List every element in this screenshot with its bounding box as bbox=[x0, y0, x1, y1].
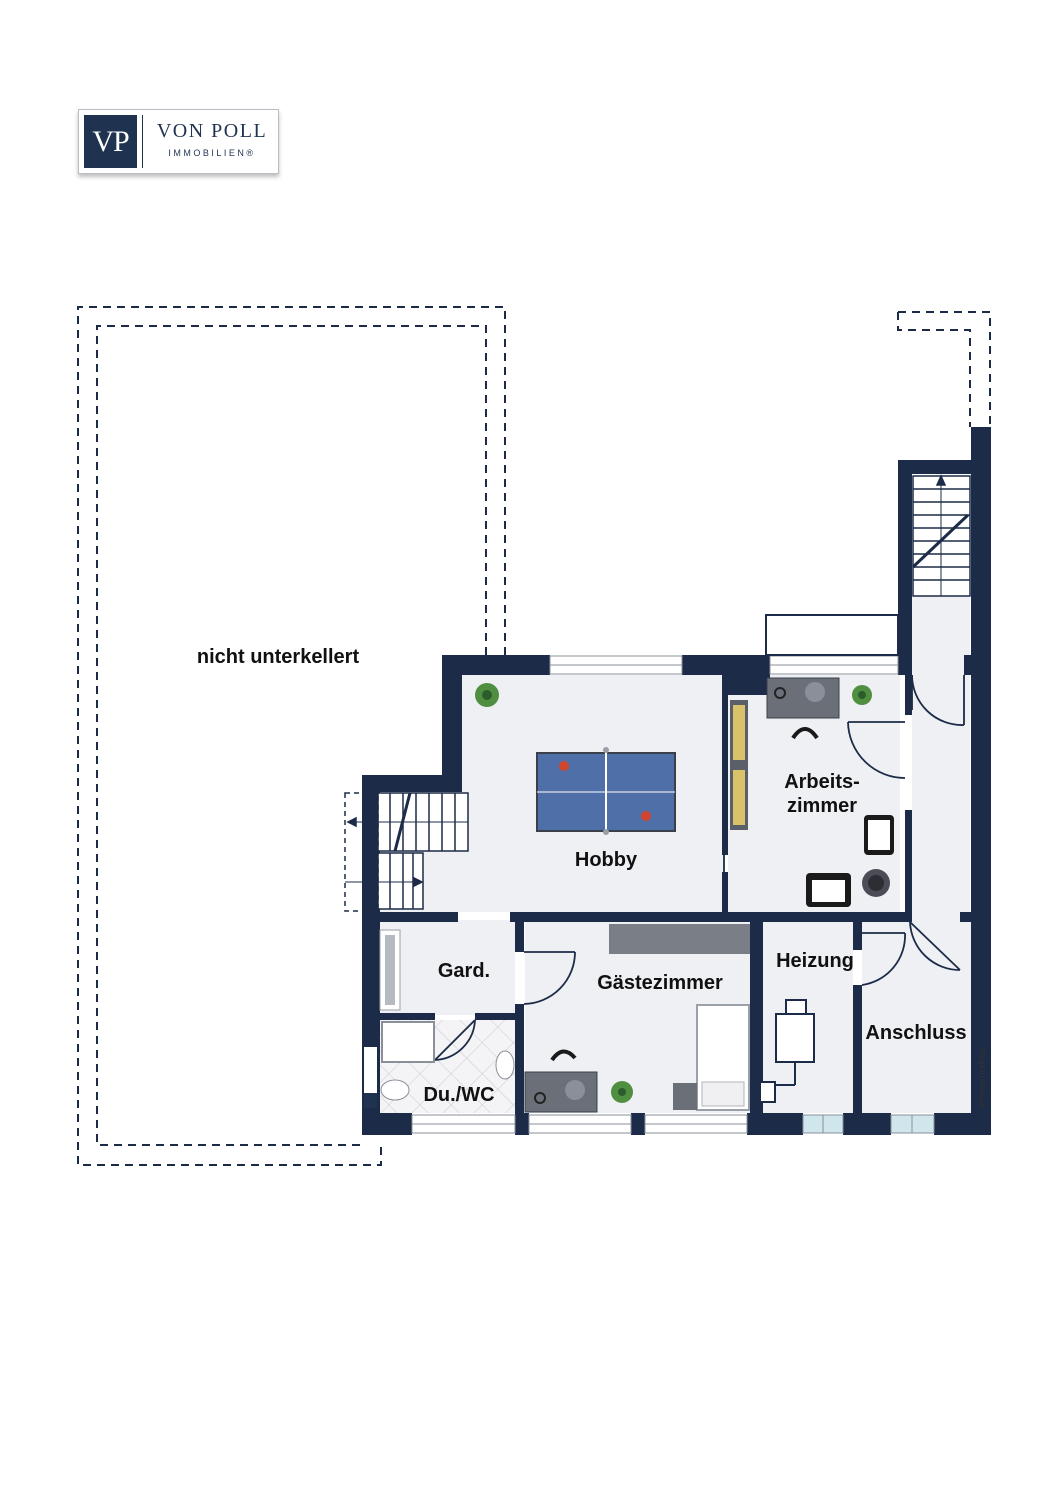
coat-rack-icon bbox=[379, 929, 401, 1011]
label-gaestezimmer: Gästezimmer bbox=[597, 972, 723, 994]
bed-icon bbox=[673, 1004, 750, 1111]
small-logo-mark bbox=[364, 1093, 377, 1108]
unbuilt-outline bbox=[77, 306, 991, 1166]
logo-separator bbox=[142, 115, 143, 168]
bookshelf-icon bbox=[730, 700, 748, 830]
label-nicht-unterkellert: nicht unterkellert bbox=[197, 646, 360, 668]
chair-icon bbox=[550, 727, 819, 1062]
staircase-right bbox=[911, 474, 971, 597]
doors bbox=[434, 674, 965, 1061]
label-arbeitszimmer-line1: Arbeits- bbox=[784, 771, 860, 793]
staircase-left-outline bbox=[344, 792, 379, 912]
walls bbox=[362, 427, 991, 1135]
logo-name: VON POLL bbox=[156, 120, 268, 142]
staircase-left bbox=[345, 792, 469, 910]
table-tennis-icon bbox=[536, 747, 676, 835]
plant-icon bbox=[475, 683, 872, 1103]
windows bbox=[411, 614, 935, 1134]
desk-icon bbox=[524, 677, 840, 1113]
toilet-icon bbox=[380, 1050, 515, 1101]
label-anschluss: Anschluss bbox=[865, 1022, 966, 1044]
shower-icon bbox=[381, 1021, 435, 1063]
small-logo-strip bbox=[364, 1047, 377, 1093]
credit-text: Immogrundriss bbox=[977, 1048, 987, 1108]
label-heizung: Heizung bbox=[776, 950, 854, 972]
armchair-icon bbox=[806, 815, 894, 907]
label-gard: Gard. bbox=[438, 960, 490, 982]
von-poll-logo: VP VON POLL IMMOBILIEN® bbox=[78, 109, 279, 174]
wardrobe-icon bbox=[609, 924, 750, 954]
label-arbeitszimmer-line2: zimmer bbox=[787, 795, 857, 817]
heating-boiler-icon bbox=[759, 999, 815, 1103]
logo-subtitle: IMMOBILIEN® bbox=[168, 148, 256, 158]
label-hobby: Hobby bbox=[575, 849, 638, 871]
logo-mark: VP bbox=[84, 115, 137, 168]
label-duwc: Du./WC bbox=[423, 1084, 494, 1106]
